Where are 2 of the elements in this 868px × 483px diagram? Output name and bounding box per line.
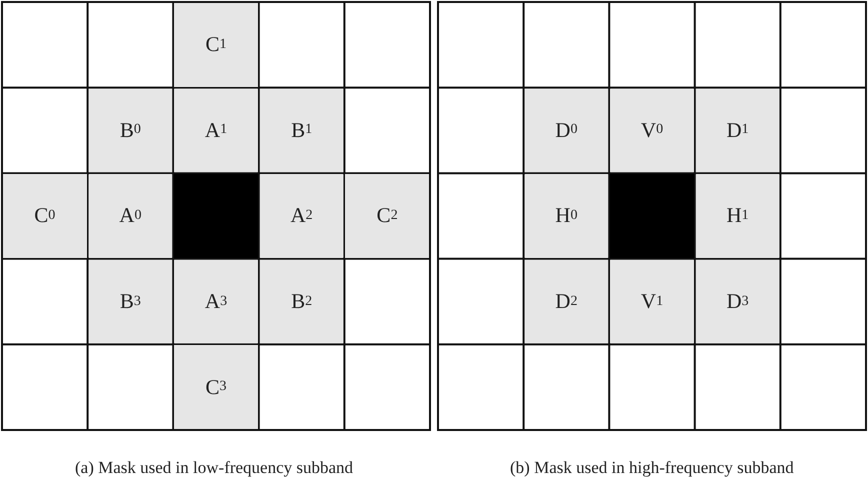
subfigure-caption: (b) Mask used in high-frequency subband	[510, 458, 794, 478]
subfigure-caption: (a) Mask used in low-frequency subband	[75, 458, 354, 478]
